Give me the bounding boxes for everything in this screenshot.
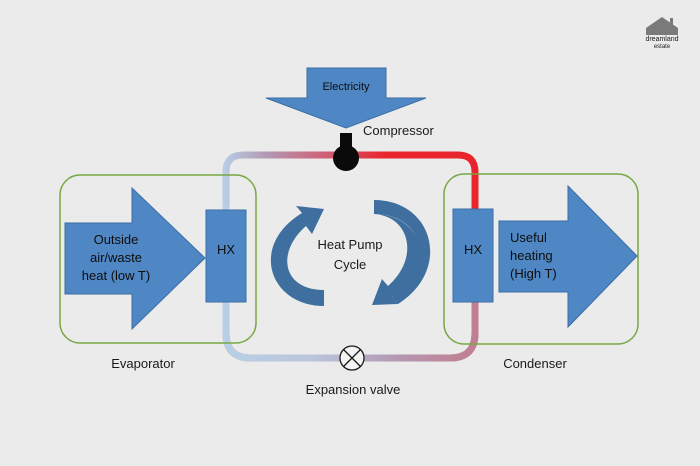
pipe-right-side (222, 190, 479, 362)
cycle-line-1: Heat Pump (317, 237, 382, 252)
electricity-label: Electricity (322, 81, 370, 93)
input-line-3: heat (low T) (82, 268, 150, 283)
dreamland-estate-logo: dreamland estate (645, 17, 679, 50)
evaporator-hx: HX (205, 209, 247, 303)
heat-input-arrow: Outside air/waste heat (low T) (64, 186, 206, 331)
heat-output-arrow: Useful heating (High T) (498, 184, 638, 329)
input-line-2: air/waste (90, 250, 142, 265)
cycle-line-2: Cycle (334, 257, 367, 272)
evaporator-outline (59, 174, 257, 344)
electricity-arrow: Electricity (265, 67, 427, 129)
chimney-icon (670, 18, 673, 25)
logo-text-line1: dreamland (645, 36, 678, 43)
compressor-label: Compressor (363, 123, 434, 138)
logo-text-line2: estate (654, 44, 671, 50)
house-icon (646, 17, 678, 35)
expansion-valve-symbol (339, 345, 365, 371)
output-line-1: Useful (510, 230, 547, 245)
evaporator-hx-label: HX (217, 242, 235, 257)
condenser-hx: HX (452, 208, 494, 303)
condenser-outline (443, 173, 639, 345)
condenser-hx-label: HX (464, 242, 482, 257)
condenser-label: Condenser (503, 356, 567, 371)
input-line-1: Outside (94, 232, 139, 247)
output-line-2: heating (510, 248, 553, 263)
output-line-3: (High T) (510, 266, 557, 281)
pipe-bottom-cold (222, 205, 479, 362)
compressor-symbol (333, 133, 359, 171)
evaporator-label: Evaporator (111, 356, 175, 371)
expansion-valve-label: Expansion valve (306, 382, 401, 397)
cycle-arrow-left (270, 206, 324, 306)
cycle-arrow-right (372, 200, 431, 305)
